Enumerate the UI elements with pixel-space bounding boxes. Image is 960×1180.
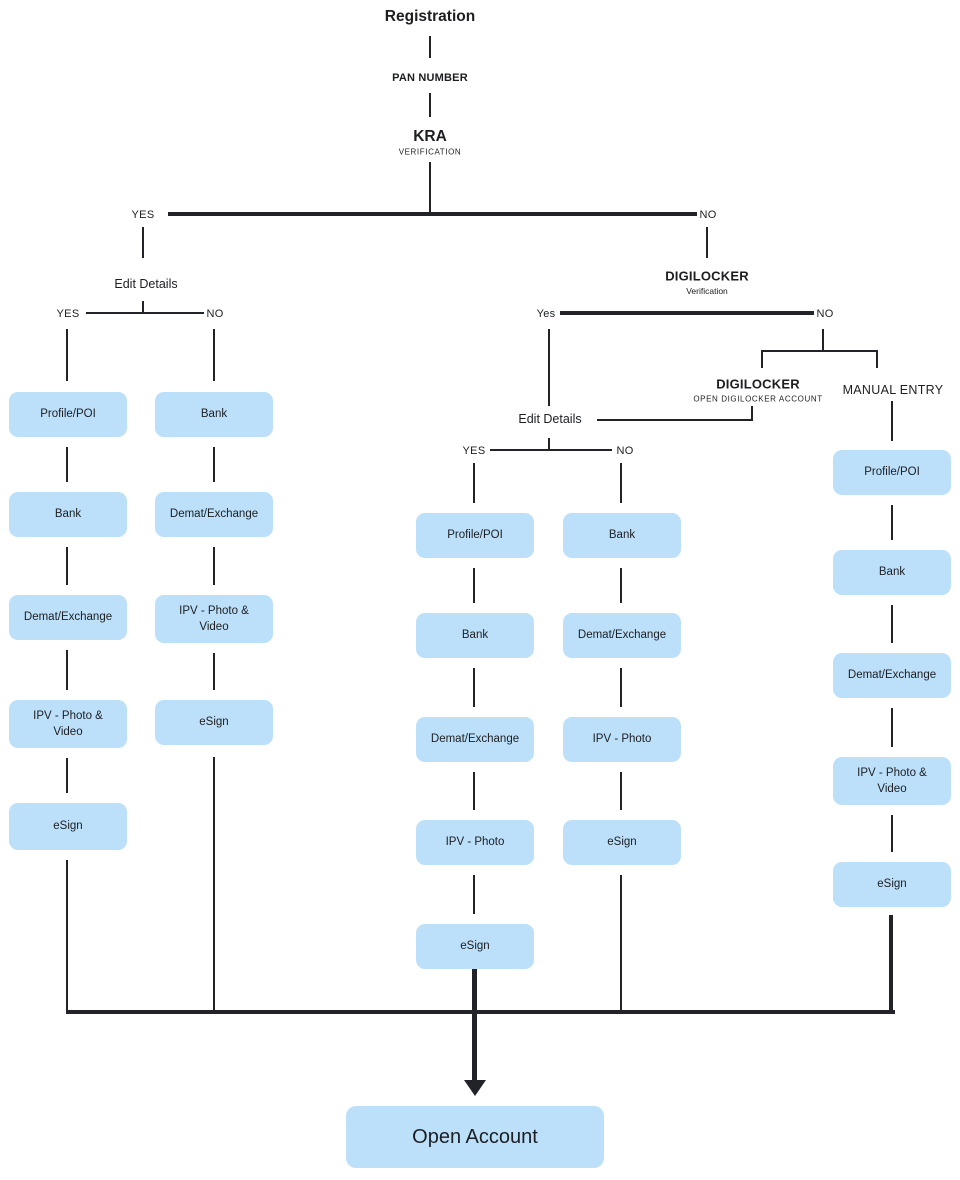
connector-line: [620, 463, 622, 503]
node-ipv-photo-video: IPV - Photo & Video: [155, 595, 273, 643]
connector-line: [66, 547, 68, 585]
node-bank: Bank: [833, 550, 951, 595]
arrow-stem: [472, 969, 477, 1082]
connector-line: [560, 311, 814, 315]
connector-line: [891, 401, 893, 441]
connector-line: [473, 568, 475, 603]
node-bank: Bank: [416, 613, 534, 658]
node-demat-exchange: Demat/Exchange: [833, 653, 951, 698]
connector-line: [891, 815, 893, 852]
connector-line: [620, 875, 622, 1012]
connector-line: [548, 438, 550, 450]
connector-line: [66, 447, 68, 482]
node-open-account: Open Account: [346, 1106, 604, 1168]
connector-line: [213, 547, 215, 585]
connector-line: [473, 463, 475, 503]
connector-line: [876, 350, 878, 368]
connector-line: [620, 668, 622, 707]
connector-line: [168, 212, 697, 216]
label-digilocker: DIGILOCKER: [665, 268, 749, 284]
connector-line: [429, 36, 431, 58]
node-esign: eSign: [155, 700, 273, 745]
connector-line: [473, 668, 475, 707]
node-bank: Bank: [563, 513, 681, 558]
label-edit2-no: NO: [616, 445, 634, 457]
label-edit-details-kra: Edit Details: [114, 277, 178, 291]
connector-line: [66, 758, 68, 793]
connector-line: [751, 406, 753, 421]
label-kra: KRA: [413, 128, 447, 145]
connector-line: [213, 653, 215, 690]
connector-line: [142, 227, 144, 258]
connector-line: [66, 329, 68, 381]
node-ipv-photo-video: IPV - Photo & Video: [9, 700, 127, 748]
node-profile-poi: Profile/POI: [9, 392, 127, 437]
node-ipv-photo: IPV - Photo: [563, 717, 681, 762]
connector-line: [620, 772, 622, 810]
label-edit-no: NO: [206, 308, 224, 320]
node-esign: eSign: [416, 924, 534, 969]
title-registration: Registration: [384, 8, 476, 25]
label-digilocker-yes: Yes: [536, 308, 556, 320]
label-digilocker-verification: Verification: [686, 286, 728, 296]
connector-line: [429, 162, 431, 214]
node-bank: Bank: [155, 392, 273, 437]
label-pan-number: PAN NUMBER: [392, 72, 468, 84]
label-edit2-yes: YES: [462, 445, 486, 457]
connector-line: [213, 447, 215, 482]
connector-line: [706, 227, 708, 258]
node-demat-exchange: Demat/Exchange: [9, 595, 127, 640]
node-esign: eSign: [9, 803, 127, 850]
node-demat-exchange: Demat/Exchange: [155, 492, 273, 537]
connector-line: [66, 860, 68, 1012]
connector-line: [213, 329, 215, 381]
label-edit-details-digilocker: Edit Details: [518, 412, 582, 426]
connector-line: [548, 329, 550, 406]
connector-line: [822, 329, 824, 352]
connector-line: [142, 301, 144, 313]
connector-line: [473, 772, 475, 810]
node-profile-poi: Profile/POI: [416, 513, 534, 558]
label-edit-yes: YES: [56, 308, 80, 320]
node-profile-poi: Profile/POI: [833, 450, 951, 495]
node-ipv-photo: IPV - Photo: [416, 820, 534, 865]
connector-line: [891, 605, 893, 643]
connector-line: [891, 708, 893, 747]
label-kra-yes: YES: [131, 209, 155, 221]
node-demat-exchange: Demat/Exchange: [416, 717, 534, 762]
connector-line: [86, 312, 204, 314]
node-esign: eSign: [563, 820, 681, 865]
connector-line: [597, 419, 753, 421]
node-ipv-photo-video: IPV - Photo & Video: [833, 757, 951, 805]
merge-bar: [66, 1010, 895, 1014]
label-kra-verification: VERIFICATION: [398, 147, 462, 157]
connector-line: [891, 505, 893, 540]
connector-line: [889, 915, 893, 1012]
label-kra-no: NO: [699, 209, 717, 221]
connector-line: [66, 650, 68, 690]
connector-line: [490, 449, 612, 451]
connector-line: [213, 757, 215, 1012]
label-open-digilocker-account: OPEN DIGILOCKER ACCOUNT: [693, 394, 823, 404]
connector-line: [761, 350, 878, 352]
node-demat-exchange: Demat/Exchange: [563, 613, 681, 658]
connector-line: [429, 93, 431, 117]
label-digilocker-no: NO: [816, 308, 834, 320]
arrow-down-icon: [464, 1080, 486, 1096]
connector-line: [473, 875, 475, 914]
label-manual-entry: MANUAL ENTRY: [842, 383, 944, 397]
node-esign: eSign: [833, 862, 951, 907]
label-digilocker-open: DIGILOCKER: [716, 376, 800, 392]
connector-line: [761, 350, 763, 368]
node-bank: Bank: [9, 492, 127, 537]
connector-line: [620, 568, 622, 603]
